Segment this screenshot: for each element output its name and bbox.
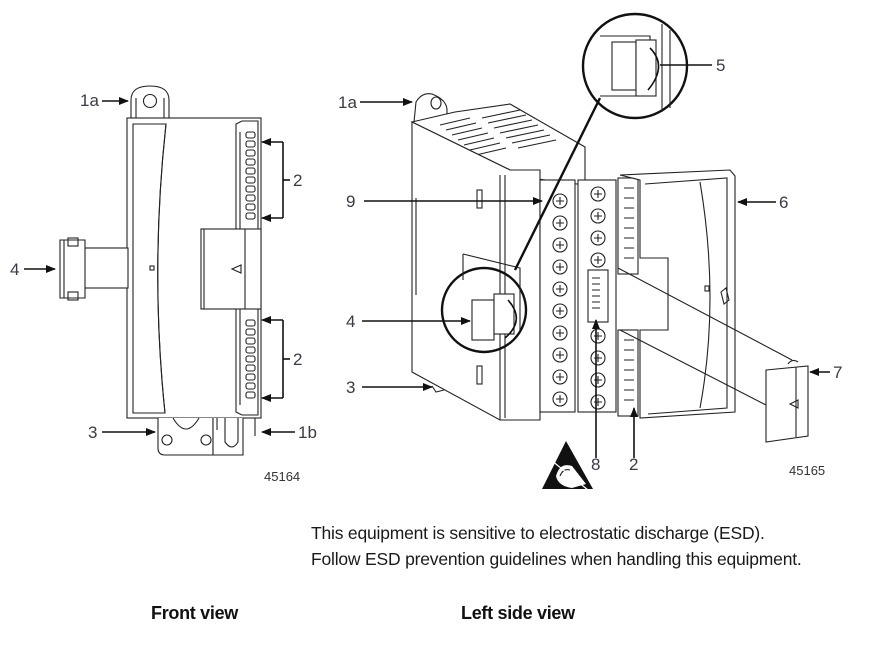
callout-side-6: 6 (779, 193, 788, 212)
callout-front-4: 4 (10, 260, 19, 279)
front-view-callouts (24, 97, 295, 436)
esd-warning-icon (542, 441, 593, 491)
callout-side-2: 2 (629, 455, 638, 474)
callout-side-9: 9 (346, 192, 355, 211)
left-side-view-callouts (360, 64, 830, 458)
top-mounting-tab (130, 85, 170, 118)
callout-front-1b: 1b (298, 423, 317, 442)
figure-number-front: 45164 (264, 469, 300, 484)
front-connector-teeth-bottom (245, 319, 256, 399)
caption-front-view: Front view (151, 603, 239, 623)
callout-side-4: 4 (346, 312, 355, 331)
callout-side-5: 5 (716, 56, 725, 75)
vent-slots (439, 109, 557, 156)
esd-notice: This equipment is sensitive to electrost… (311, 520, 802, 572)
front-connector-teeth-top (245, 131, 256, 220)
front-view-drawing (59, 85, 262, 456)
callout-side-3: 3 (346, 378, 355, 397)
esd-notice-line2: Follow ESD prevention guidelines when ha… (311, 549, 802, 569)
callout-side-7: 7 (833, 363, 842, 382)
end-cap (765, 365, 809, 443)
left-side-view-drawing (410, 12, 809, 443)
terminal-block-left (539, 179, 576, 413)
caption-left-side-view: Left side view (461, 603, 575, 623)
callout-front-1a: 1a (80, 91, 99, 110)
callout-side-8: 8 (591, 455, 600, 474)
callout-side-1a: 1a (338, 93, 357, 112)
callout-front-2-bottom: 2 (293, 350, 302, 369)
callout-front-3: 3 (88, 423, 97, 442)
figure-number-side: 45165 (789, 463, 825, 478)
terminal-block-right (577, 179, 617, 413)
esd-notice-line1: This equipment is sensitive to electrost… (311, 523, 765, 543)
callout-front-2-top: 2 (293, 171, 302, 190)
